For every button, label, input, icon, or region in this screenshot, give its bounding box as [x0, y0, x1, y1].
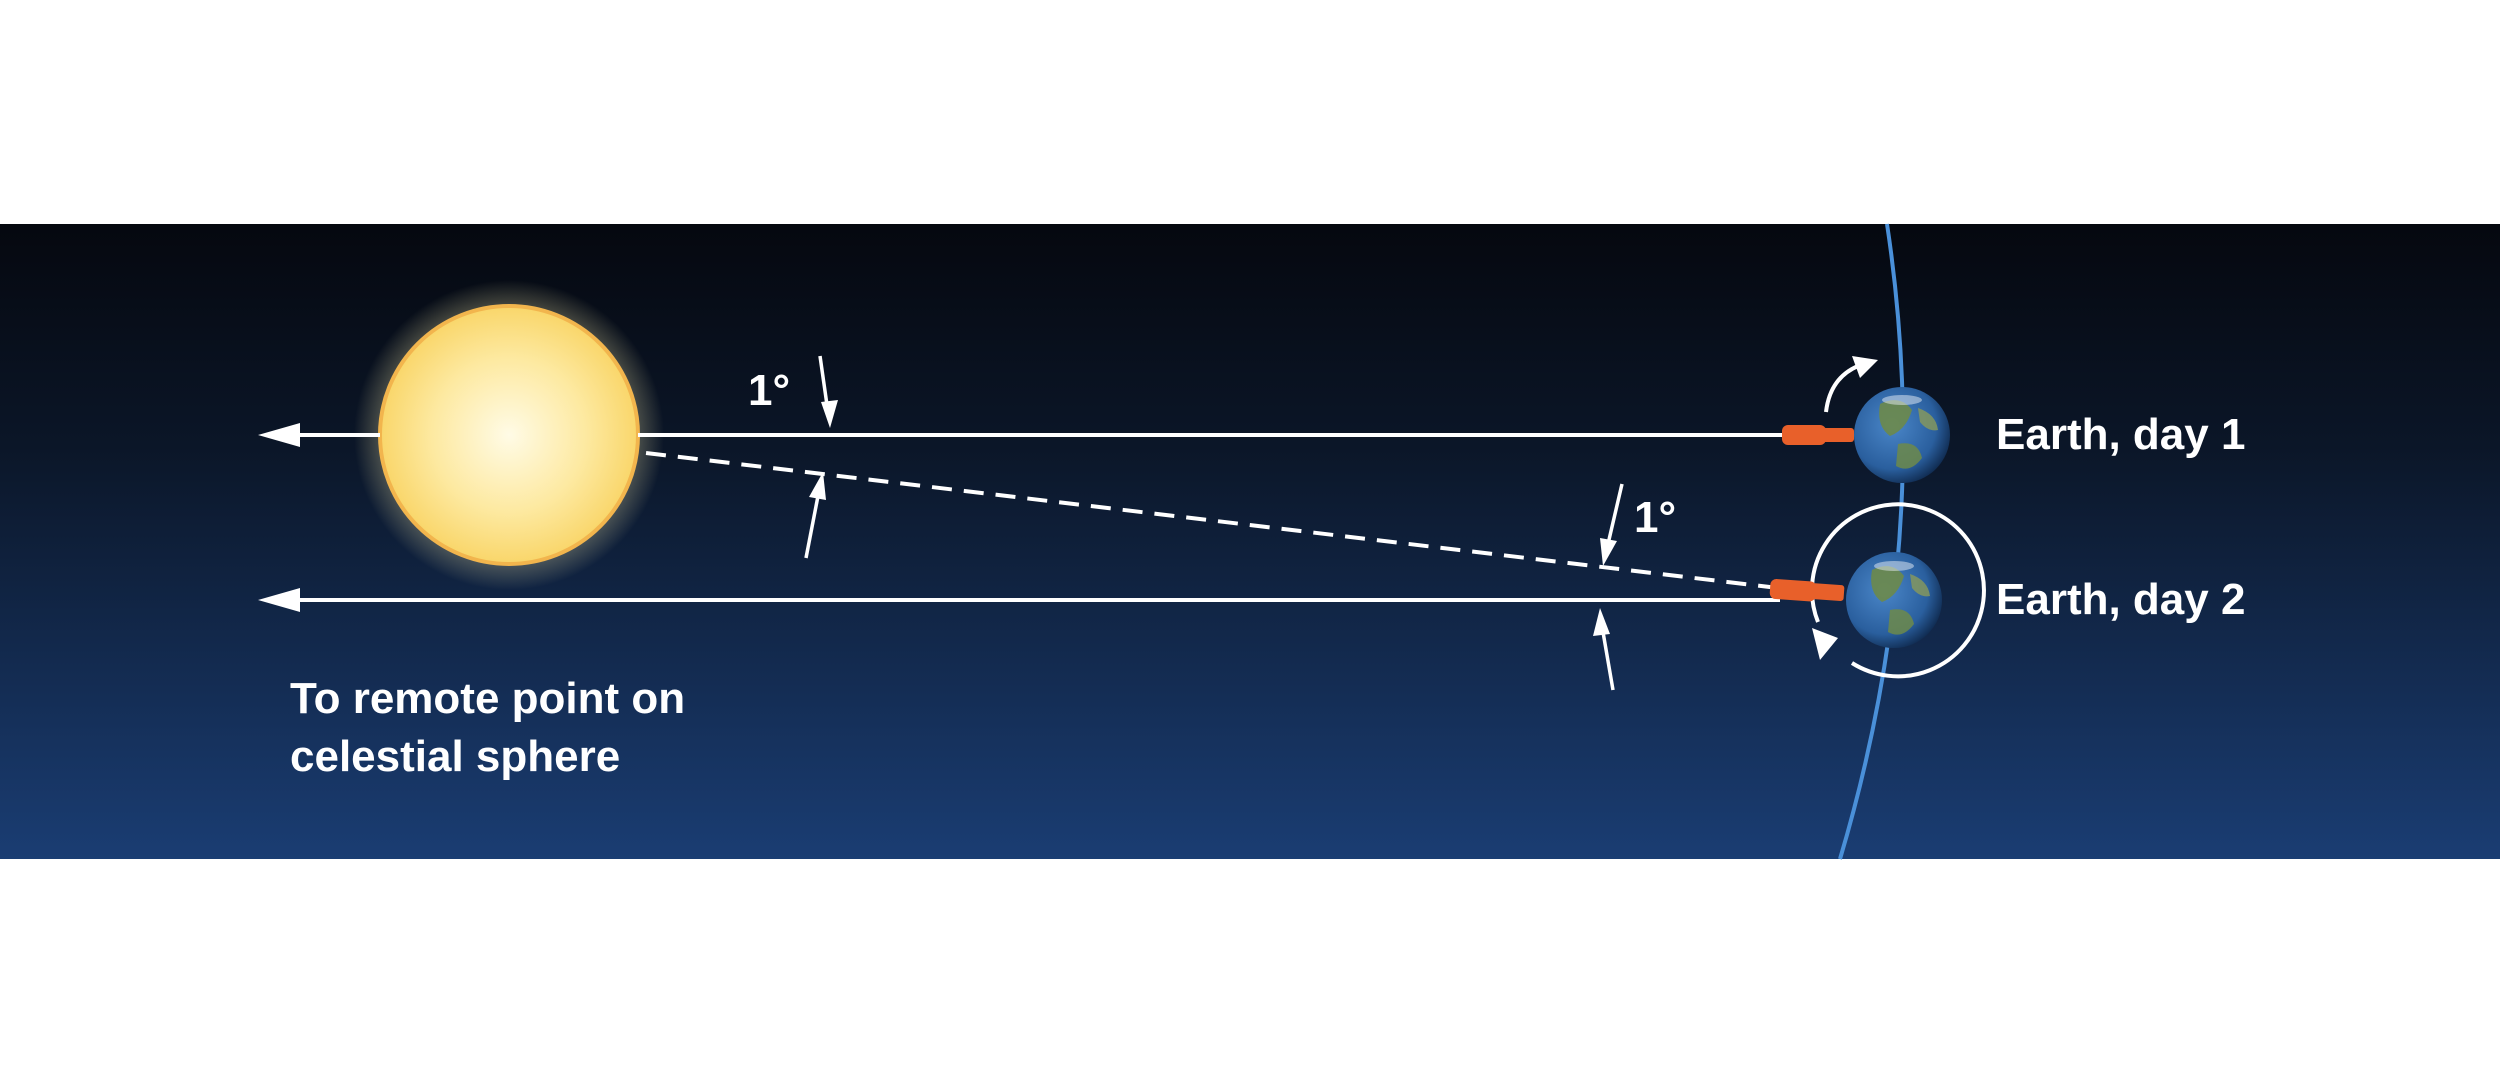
earth-day1-label: Earth, day 1 — [1996, 410, 2245, 459]
arrowhead-icon — [1812, 628, 1838, 660]
line-to-remote-point-day2 — [258, 588, 1780, 612]
arrowhead-icon — [1852, 356, 1878, 378]
rotation-arrow-icon — [1824, 364, 1859, 413]
arrowhead-icon — [258, 588, 300, 612]
telescope-icon — [1769, 579, 1845, 602]
earth-day1 — [1782, 356, 1950, 483]
arrowhead-icon — [1593, 608, 1610, 636]
earth-day2 — [1769, 502, 1986, 679]
earth-globe-icon — [1854, 387, 1950, 483]
angle-marker-right — [1593, 483, 1624, 691]
rotation-arrow-icon — [1809, 502, 1986, 679]
arrowhead-icon — [809, 472, 826, 500]
line-to-remote-point-day1 — [258, 423, 1785, 447]
earth-day2-label: Earth, day 2 — [1996, 575, 2245, 624]
remote-point-label-line1: To remote point on — [290, 674, 685, 723]
arrowhead-icon — [821, 400, 838, 428]
telescope-icon — [1782, 425, 1854, 445]
earth-orbit-arc — [1838, 223, 1906, 860]
earth-globe-icon — [1846, 552, 1942, 648]
arrowhead-icon — [258, 423, 300, 447]
angle-marker-top — [804, 355, 838, 559]
remote-point-label-line2: celestial sphere — [290, 732, 620, 781]
arrowhead-icon — [1600, 538, 1617, 566]
sun-icon — [378, 304, 640, 566]
angle-label-right: 1° — [1634, 493, 1676, 542]
angle-label-top: 1° — [748, 366, 790, 415]
